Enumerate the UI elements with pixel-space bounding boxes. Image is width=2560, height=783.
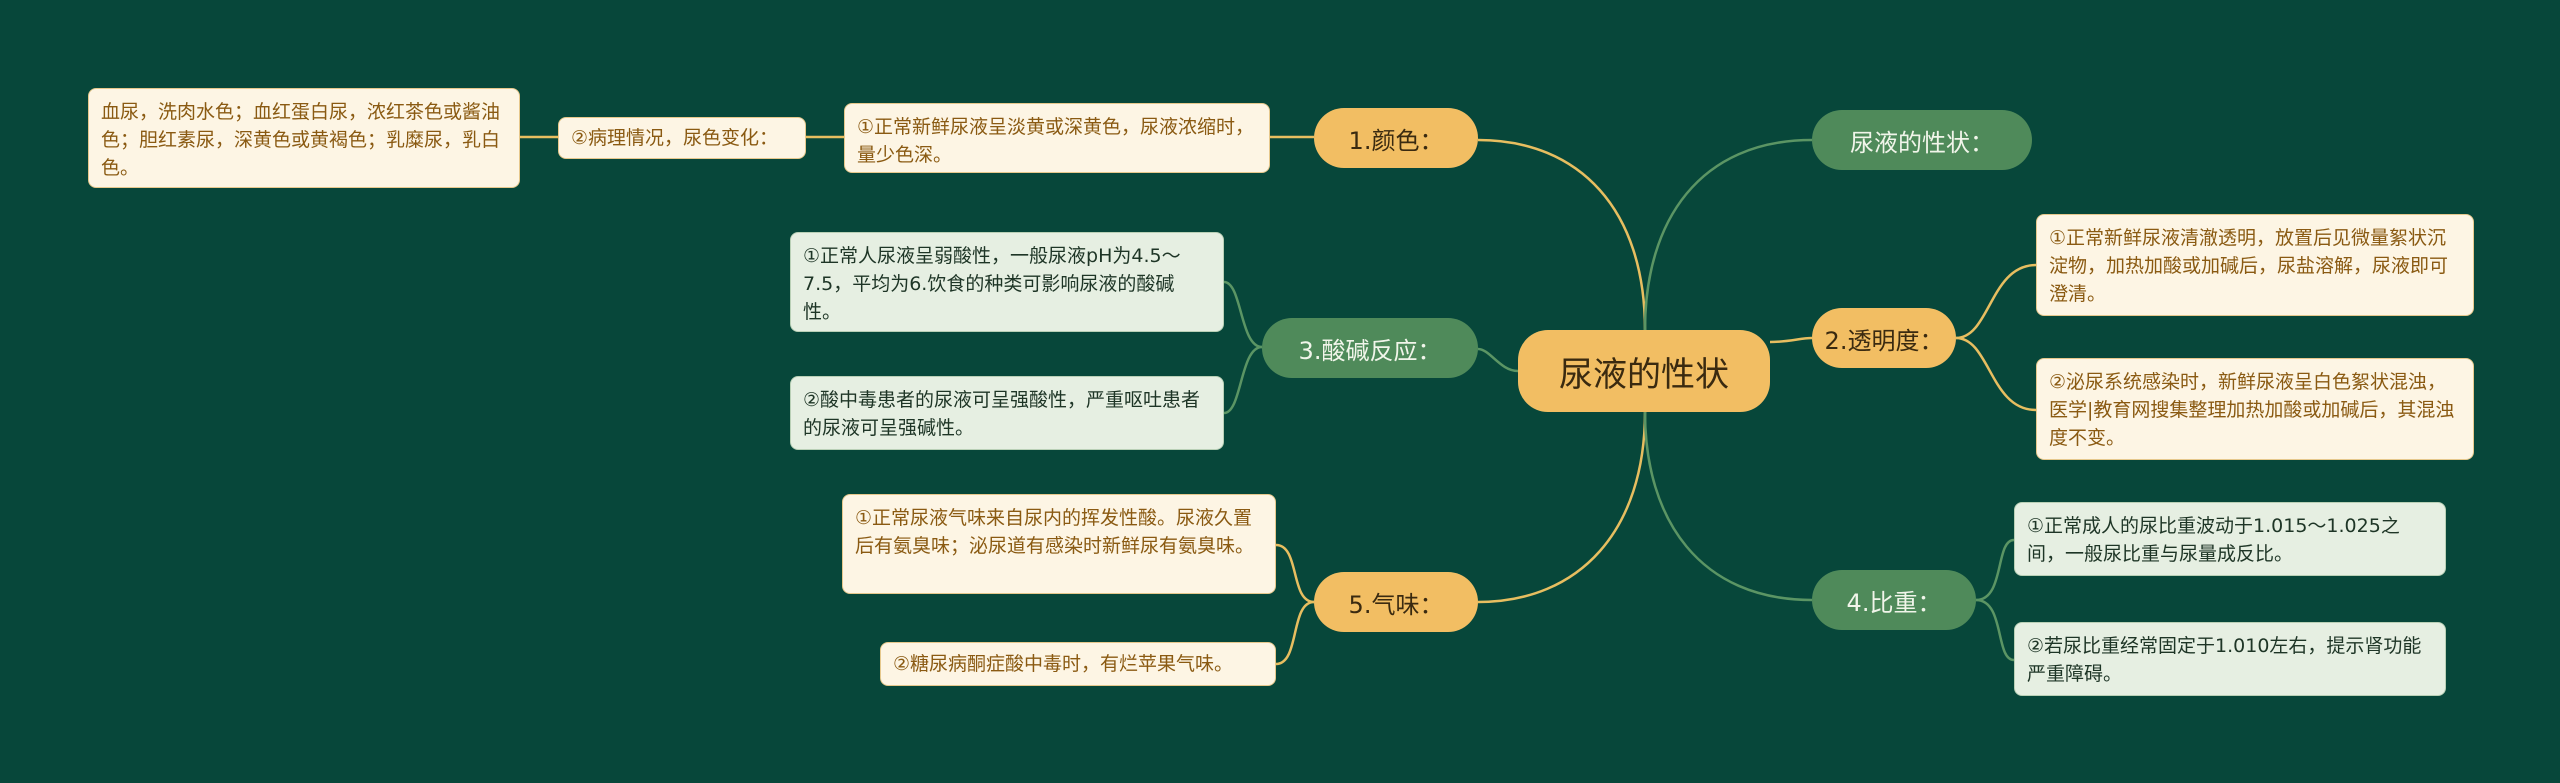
branch-color[interactable]: 1.颜色： — [1314, 108, 1478, 168]
connector-odor-detail1 — [1275, 543, 1315, 604]
connector-center-properties — [1643, 138, 1813, 331]
branch-specific-gravity[interactable]: 4.比重： — [1812, 570, 1976, 630]
connector-gravity-detail1 — [1975, 538, 2015, 602]
branch-clarity[interactable]: 2.透明度： — [1812, 308, 1956, 368]
branch-odor[interactable]: 5.气味： — [1314, 572, 1478, 632]
connector-acidity-detail1 — [1223, 280, 1263, 349]
color-detail-pathology-list[interactable]: 血尿，洗肉水色；血红蛋白尿，浓红茶色或酱油色；胆红素尿，深黄色或黄褐色；乳糜尿，… — [88, 88, 520, 188]
connector-center-clarity — [1769, 336, 1813, 344]
color-detail-pathology[interactable]: ②病理情况，尿色变化： — [558, 117, 806, 159]
connector-clarity-detail1 — [1955, 263, 2037, 340]
connector-gravity-detail2 — [1975, 598, 2015, 662]
connector-clarity-detail2 — [1955, 336, 2037, 412]
gravity-detail-normal[interactable]: ①正常成人的尿比重波动于1.015～1.025之间，一般尿比重与尿量成反比。 — [2014, 502, 2446, 576]
odor-detail-diabetes[interactable]: ②糖尿病酮症酸中毒时，有烂苹果气味。 — [880, 642, 1276, 686]
branch-acidity[interactable]: 3.酸碱反应： — [1262, 318, 1478, 378]
acidity-detail-extreme[interactable]: ②酸中毒患者的尿液可呈强酸性，严重呕吐患者的尿液可呈强碱性。 — [790, 376, 1224, 450]
connector-acidity-detail2 — [1223, 345, 1263, 415]
clarity-detail-normal[interactable]: ①正常新鲜尿液清澈透明，放置后见微量絮状沉淀物，加热加酸或加碱后，尿盐溶解，尿液… — [2036, 214, 2474, 316]
odor-detail-normal[interactable]: ①正常尿液气味来自尿内的挥发性酸。尿液久置后有氨臭味；泌尿道有感染时新鲜尿有氨臭… — [842, 494, 1276, 594]
connector-center-acidity — [1477, 347, 1519, 373]
color-detail-normal[interactable]: ①正常新鲜尿液呈淡黄或深黄色，尿液浓缩时，量少色深。 — [844, 103, 1270, 173]
acidity-detail-normal[interactable]: ①正常人尿液呈弱酸性，一般尿液pH为4.5～7.5，平均为6.饮食的种类可影响尿… — [790, 232, 1224, 332]
clarity-detail-infection[interactable]: ②泌尿系统感染时，新鲜尿液呈白色絮状混浊，医学|教育网搜集整理加热加酸或加碱后，… — [2036, 358, 2474, 460]
connector-odor-detail2 — [1275, 600, 1315, 666]
connector-center-odor — [1477, 411, 1647, 604]
connector-center-color — [1477, 138, 1647, 331]
branch-properties[interactable]: 尿液的性状： — [1812, 110, 2032, 170]
connector-center-gravity — [1643, 411, 1813, 602]
gravity-detail-fixed[interactable]: ②若尿比重经常固定于1.010左右，提示肾功能严重障碍。 — [2014, 622, 2446, 696]
mindmap-center-node[interactable]: 尿液的性状 — [1518, 330, 1770, 412]
